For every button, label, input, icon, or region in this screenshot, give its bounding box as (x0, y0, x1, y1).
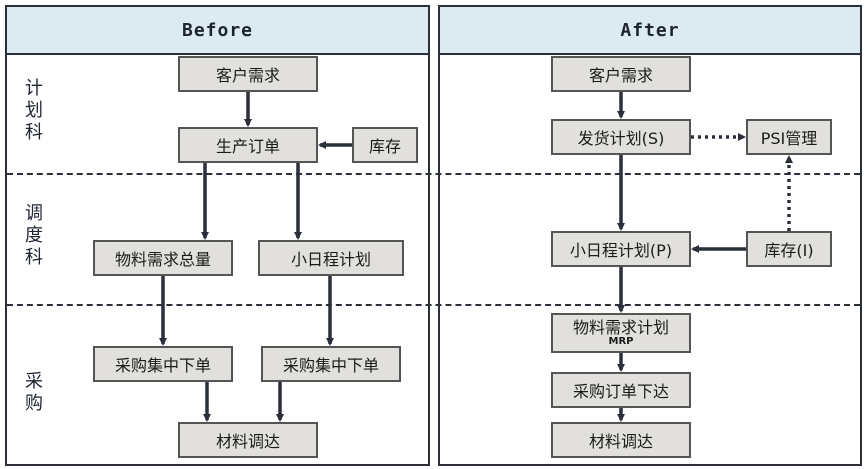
before-node-production-order: 生产订单 (178, 127, 318, 163)
dept-purchasing: 采 购 (24, 371, 44, 415)
before-node-material-total: 物料需求总量 (93, 240, 233, 276)
dept-planning-1: 计 (25, 78, 43, 99)
dept-scheduling: 调 度 科 (24, 203, 44, 269)
lane-divider-2 (7, 304, 860, 306)
after-node-shipping-plan: 发货计划(S) (551, 119, 691, 155)
after-node-purchase-order: 采购订单下达 (551, 372, 691, 408)
dept-planning: 计 划 科 (24, 78, 44, 144)
after-node-customer: 客户需求 (551, 56, 691, 92)
before-node-customer: 客户需求 (178, 56, 318, 92)
dept-scheduling-2: 度 (25, 225, 43, 246)
dept-planning-3: 科 (25, 122, 43, 143)
after-node-mrp: 物料需求计划 MRP (551, 313, 691, 353)
after-node-psi: PSI管理 (746, 119, 832, 155)
after-node-inventory: 库存(I) (746, 231, 832, 267)
before-node-material-delivery: 材料调达 (178, 422, 318, 458)
before-node-inventory: 库存 (352, 127, 418, 163)
after-node-mrp-label: 物料需求计划 (572, 318, 669, 337)
before-panel-title: Before (7, 7, 428, 55)
dept-purchasing-2: 购 (25, 393, 43, 414)
lane-divider-1 (7, 173, 860, 175)
before-node-purchase-1: 采购集中下单 (93, 346, 233, 382)
dept-scheduling-1: 调 (25, 203, 43, 224)
after-node-schedule: 小日程计划(P) (551, 231, 691, 267)
after-panel-title: After (440, 7, 860, 55)
dept-planning-2: 划 (25, 100, 43, 121)
dept-scheduling-3: 科 (25, 247, 43, 268)
after-node-mrp-sub: MRP (608, 336, 634, 347)
before-node-purchase-2: 采购集中下单 (261, 346, 401, 382)
dept-purchasing-1: 采 (25, 371, 43, 392)
before-node-schedule: 小日程计划 (258, 240, 404, 276)
after-node-material-delivery: 材料调达 (551, 422, 691, 458)
